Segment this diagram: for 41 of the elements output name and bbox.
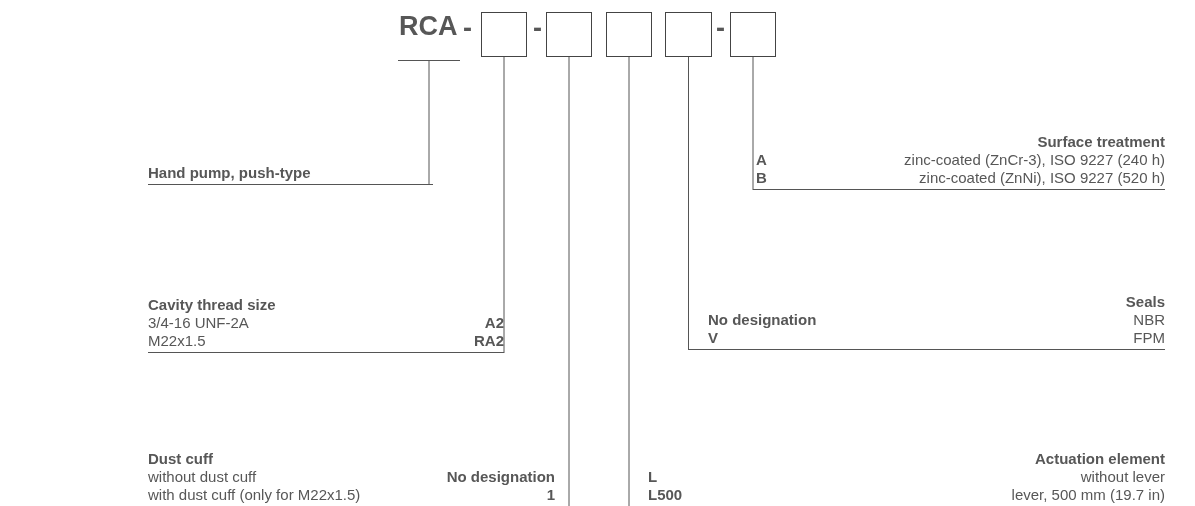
leader-line	[503, 56, 505, 354]
section-heading: Dust cuff	[148, 450, 213, 468]
option-description: lever, 500 mm (19.7 in)	[1010, 486, 1165, 504]
code-box	[546, 12, 592, 57]
option-code: No designation	[708, 311, 817, 329]
leader-line	[688, 56, 689, 351]
option-code: L500	[648, 486, 683, 504]
option-description: FPM	[1132, 329, 1165, 347]
option-description: 3/4-16 UNF-2A	[148, 314, 250, 332]
section-heading: Cavity thread size	[148, 296, 276, 314]
option-code: A	[756, 151, 767, 169]
option-description: with dust cuff (only for M22x1.5)	[148, 486, 362, 504]
option-code: No designation	[446, 468, 555, 486]
leader-line	[568, 56, 570, 506]
separator-dash: -	[463, 12, 472, 44]
type-code: RCA	[398, 10, 460, 61]
option-code: V	[708, 329, 719, 347]
option-code: 1	[545, 486, 555, 504]
code-box	[481, 12, 527, 57]
leader-line	[428, 60, 430, 186]
code-box	[606, 12, 652, 57]
separator-dash: -	[716, 12, 725, 44]
section-heading: Seals	[1125, 293, 1165, 311]
code-box	[730, 12, 776, 57]
option-description: zinc-coated (ZnCr-3), ISO 9227 (240 h)	[903, 151, 1165, 169]
leader-line	[752, 56, 754, 191]
section-heading: Surface treatment	[1037, 133, 1165, 151]
option-code: L	[648, 468, 659, 486]
section-heading: Hand pump, push-type	[148, 164, 311, 182]
leader-line	[628, 56, 630, 506]
code-box	[665, 12, 712, 57]
option-description: without dust cuff	[148, 468, 258, 486]
separator-dash: -	[533, 12, 542, 44]
option-code: B	[756, 169, 767, 187]
section-heading: Actuation element	[1034, 450, 1165, 468]
option-description: M22x1.5	[148, 332, 207, 350]
option-description: NBR	[1132, 311, 1165, 329]
option-description: without lever	[1079, 468, 1165, 486]
option-code: A2	[483, 314, 504, 332]
option-description: zinc-coated (ZnNi), ISO 9227 (520 h)	[918, 169, 1165, 187]
option-code: RA2	[474, 332, 504, 350]
